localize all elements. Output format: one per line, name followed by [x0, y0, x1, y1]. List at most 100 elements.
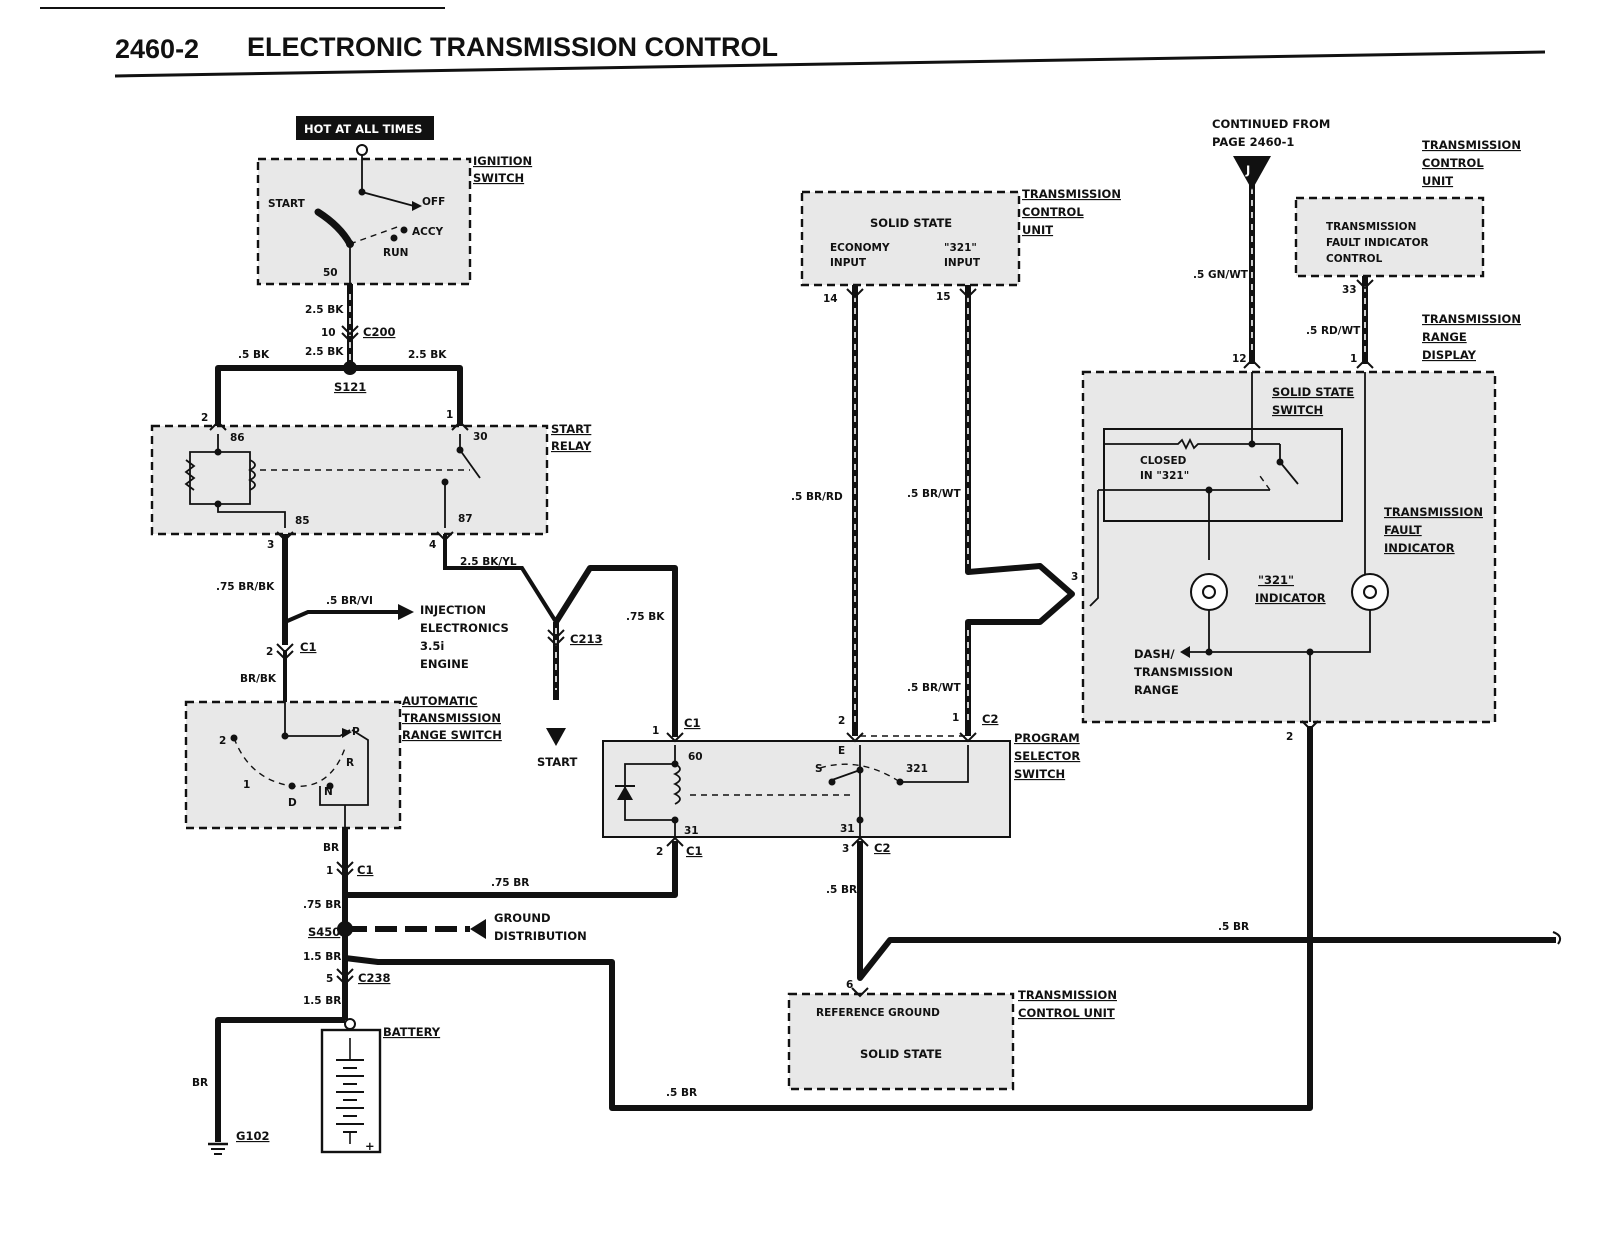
- ignition-accy-label: ACCY: [412, 226, 444, 238]
- wire-label-05br-b: .5 BR: [1218, 921, 1249, 933]
- wire-label-075br-a: .75 BR: [491, 877, 529, 889]
- ps-c2-top-pin2: 2: [838, 715, 845, 727]
- ps-c1-bot-label: C1: [686, 844, 702, 858]
- ignition-pin-50: 50: [323, 267, 338, 279]
- wire-label-05br-c: .5 BR: [666, 1087, 697, 1099]
- ps-pin-60: 60: [688, 751, 703, 763]
- display-fault-2: FAULT: [1384, 523, 1422, 537]
- range-display-internals: [1089, 372, 1389, 722]
- range-pos-r: R: [346, 757, 354, 769]
- display-dash-2: TRANSMISSION: [1134, 665, 1233, 679]
- c1-b-pin: 1: [326, 865, 333, 877]
- wire-label-25bk-b: 2.5 BK: [305, 346, 344, 358]
- tcu-bottom-name-2: CONTROL UNIT: [1018, 1006, 1115, 1020]
- tcu-top-name-2: CONTROL: [1022, 205, 1084, 219]
- program-selector-name-2: SELECTOR: [1014, 749, 1080, 763]
- range-switch-name-1: AUTOMATIC: [402, 694, 478, 708]
- ps-c2-bot-pin: 3: [842, 843, 849, 855]
- ignition-start-label: START: [268, 198, 306, 210]
- wire-label-05rdwt: .5 RD/WT: [1306, 325, 1361, 337]
- wire-label-25bk-a: 2.5 BK: [305, 304, 344, 316]
- page-number: 2460-2: [115, 34, 199, 64]
- ignition-switch-internals: [314, 155, 422, 286]
- display-closed-1: CLOSED: [1140, 455, 1187, 467]
- wire-label-15br-a: 1.5 BR: [303, 951, 341, 963]
- hot-at-all-times-badge: [296, 116, 434, 140]
- ps-pos-e: E: [838, 745, 845, 757]
- wire-label-25bk-c: 2.5 BK: [408, 349, 447, 361]
- wire-label-25bkyl: 2.5 BK/YL: [460, 556, 517, 568]
- tcu-top-solid-state: SOLID STATE: [870, 216, 952, 230]
- tcu-bottom-name-1: TRANSMISSION: [1018, 988, 1117, 1002]
- tcu-top-name-1: TRANSMISSION: [1022, 187, 1121, 201]
- program-selector-name-1: PROGRAM: [1014, 731, 1080, 745]
- wire-label-05brrd: .5 BR/RD: [791, 491, 843, 503]
- c213-label: C213: [570, 632, 602, 646]
- wire-label-brbk: BR/BK: [240, 673, 277, 685]
- display-pin-1: 1: [1350, 353, 1357, 365]
- ground-distribution-2: DISTRIBUTION: [494, 929, 587, 943]
- relay-connector-pin-4: 4: [429, 539, 436, 551]
- relay-pin-85: 85: [295, 515, 310, 527]
- display-pin-2: 2: [1286, 731, 1293, 743]
- relay-connector-pin-3: 3: [267, 539, 274, 551]
- c238-pin: 5: [326, 973, 333, 985]
- tcu-fault-text-1: TRANSMISSION: [1326, 221, 1416, 233]
- wire-label-05bk: .5 BK: [238, 349, 270, 361]
- c200-pin: 10: [321, 327, 336, 339]
- ground-distribution-1: GROUND: [494, 911, 551, 925]
- relay-connector-pin-2: 2: [201, 412, 208, 424]
- start-arrow: [546, 728, 566, 746]
- relay-pin-30: 30: [473, 431, 488, 443]
- range-pos-p: P: [352, 726, 360, 738]
- display-321-indicator-2: INDICATOR: [1255, 591, 1326, 605]
- connector-marks: [209, 279, 1374, 998]
- range-pos-d: D: [288, 797, 297, 809]
- range-display-name-1: TRANSMISSION: [1422, 312, 1521, 326]
- tcu-fault-text-2: FAULT INDICATOR: [1326, 237, 1429, 249]
- s450-label: S450: [308, 925, 340, 939]
- ps-pos-s: S: [815, 763, 823, 775]
- wire-label-br-ground: BR: [192, 1077, 208, 1089]
- ignition-switch-name-1: IGNITION: [473, 154, 532, 168]
- ignition-run-label: RUN: [383, 247, 408, 259]
- page-title: ELECTRONIC TRANSMISSION CONTROL: [247, 32, 778, 62]
- c1-b-label: C1: [357, 863, 373, 877]
- display-pin-3: 3: [1071, 571, 1078, 583]
- header-rule: [114, 50, 1546, 78]
- tcu-top-pin-15: 15: [936, 291, 951, 303]
- range-pos-n: N: [324, 786, 333, 798]
- start-destination-label: START: [537, 755, 577, 769]
- ps-c2-top-pin1: 1: [952, 712, 959, 724]
- ground-arrow: [470, 919, 486, 939]
- tcu-top-321-2: INPUT: [944, 257, 981, 269]
- range-switch-box: [184, 700, 402, 830]
- program-selector-box: [602, 740, 1011, 838]
- ps-pin-31-left: 31: [684, 825, 699, 837]
- injection-line-2: ELECTRONICS: [420, 621, 509, 635]
- continued-line-1: CONTINUED FROM: [1212, 117, 1330, 131]
- battery-symbol: [320, 1018, 382, 1154]
- wire-break-mark: [1552, 931, 1562, 945]
- injection-arrow: [398, 604, 414, 620]
- range-display-box: [1081, 370, 1497, 724]
- tcu-bottom-solid-state: SOLID STATE: [860, 1047, 942, 1061]
- s121-label: S121: [334, 380, 366, 394]
- range-display-name-2: RANGE: [1422, 330, 1467, 344]
- ignition-switch-name-2: SWITCH: [473, 171, 524, 185]
- program-selector-name-3: SWITCH: [1014, 767, 1065, 781]
- range-switch-internals: [230, 702, 369, 830]
- ps-c1-top-pin: 1: [652, 725, 659, 737]
- tcu-fault-pin-33: 33: [1342, 284, 1357, 296]
- display-solid-state-1: SOLID STATE: [1272, 385, 1354, 399]
- ps-c1-top-label: C1: [684, 716, 700, 730]
- tcu-fault-name-3: UNIT: [1422, 174, 1453, 188]
- continued-line-2: PAGE 2460-1: [1212, 135, 1294, 149]
- wire-label-05brvi: .5 BR/VI: [326, 595, 373, 607]
- continued-j-marker: [1233, 156, 1271, 190]
- wire-label-br: BR: [323, 842, 339, 854]
- range-display-name-3: DISPLAY: [1422, 348, 1477, 362]
- tcu-bottom-pin-6: 6: [846, 979, 853, 991]
- injection-line-4: ENGINE: [420, 657, 469, 671]
